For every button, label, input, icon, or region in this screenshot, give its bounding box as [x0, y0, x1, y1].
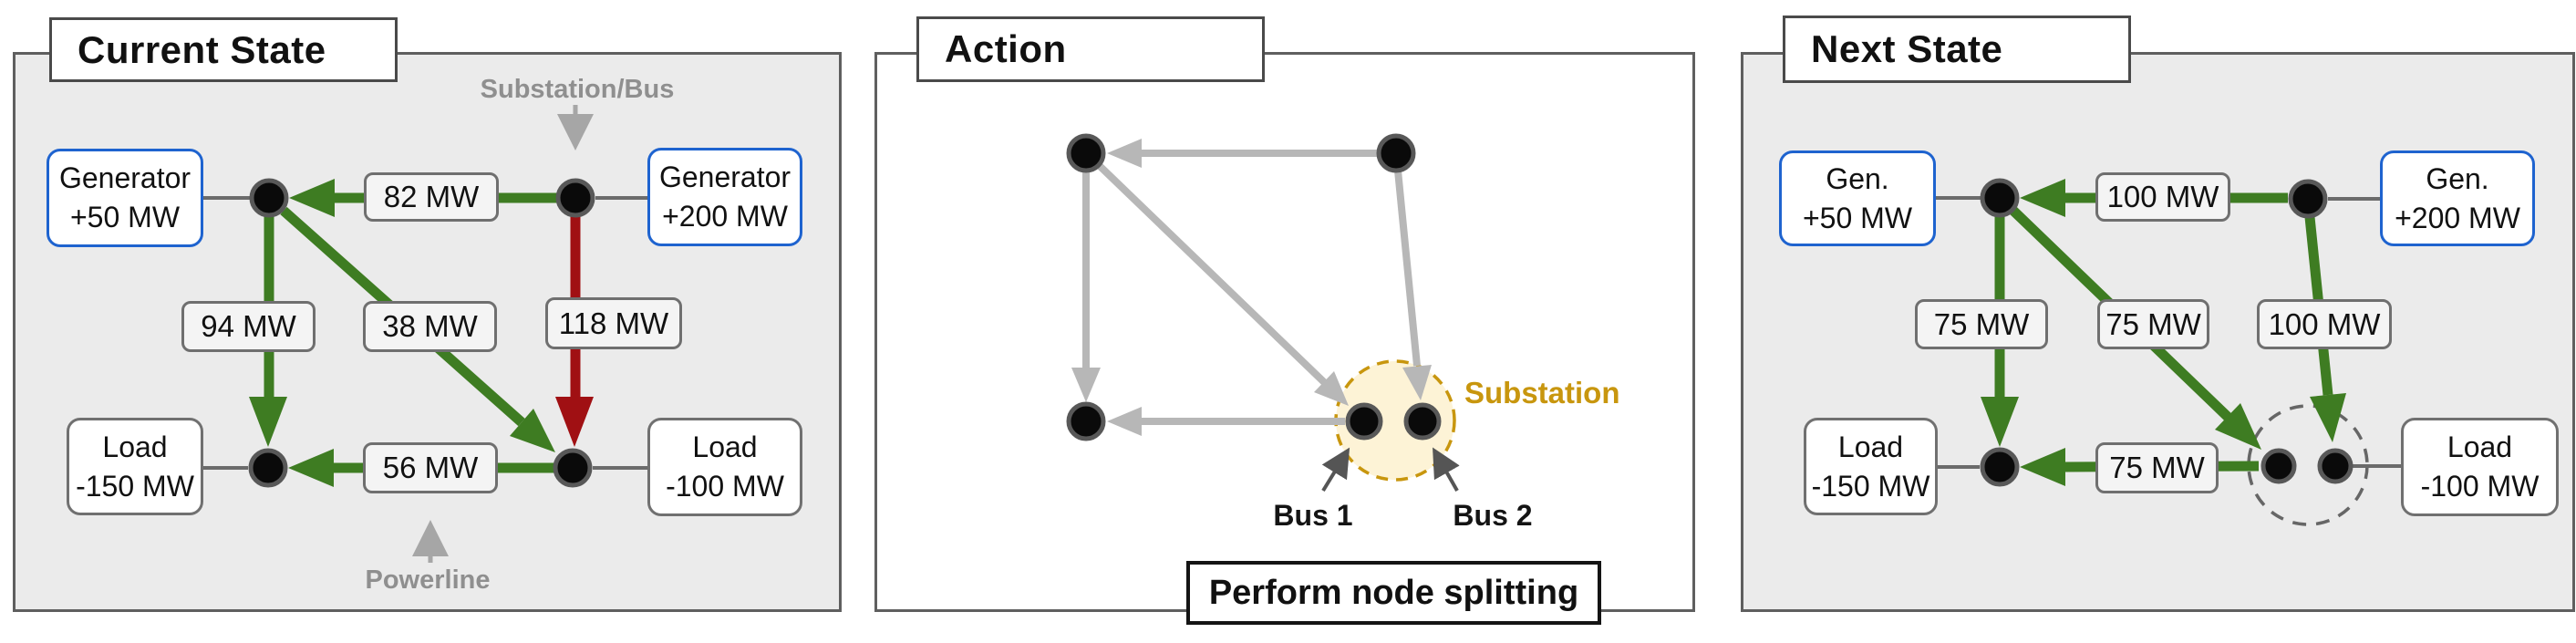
bus-node-top-right	[2288, 179, 2328, 219]
bus-node-top-left	[1980, 178, 2020, 218]
load-label: Load	[2447, 430, 2513, 464]
bus-node-bus1	[1345, 402, 1383, 441]
flow-label-top: 100 MW	[2095, 172, 2230, 222]
bus-nodes	[1066, 133, 1442, 441]
inactive-flow-arrows	[1071, 139, 1432, 436]
connector-lines	[203, 196, 647, 470]
flow-arrow-right	[1394, 170, 1432, 400]
bus-node-bottom-left	[1980, 447, 2020, 487]
flow-label-diagonal: 75 MW	[2097, 299, 2209, 349]
action-command-box: Perform node splitting	[1186, 561, 1601, 625]
flow-label-bottom: 75 MW	[2095, 442, 2219, 493]
load-label: Load	[1837, 430, 1904, 463]
flow-label-diagonal: 38 MW	[363, 301, 497, 352]
flow-arrow-top	[1107, 139, 1379, 168]
bus-node-top-right	[555, 178, 595, 218]
panel-current-state: Substation/Bus Powerline Generator +50 M…	[13, 52, 842, 612]
bus-node-bottom-right	[553, 448, 593, 488]
flow-label-right: 100 MW	[2257, 299, 2392, 349]
load-value: -100 MW	[666, 470, 784, 503]
flow-arrow-bottom	[1107, 407, 1345, 436]
flow-arrow-left	[1071, 172, 1101, 402]
flow-label-top: 82 MW	[364, 172, 499, 222]
bus-node-bus2	[1403, 402, 1442, 441]
bus-node-top-left	[249, 178, 289, 218]
bus-node-bus1	[2260, 448, 2297, 484]
flow-label-left: 75 MW	[1915, 299, 2048, 349]
load-box-left: Load -150 MW	[1804, 418, 1938, 515]
generator-box-right: Generator +200 MW	[647, 148, 802, 246]
action-title: Action	[916, 16, 1265, 82]
generator-value: +50 MW	[1802, 201, 1913, 234]
action-grid-graphic	[1066, 133, 1460, 493]
panel-action: Substation Bus 1 Bus 2 Perform node spli…	[874, 52, 1695, 625]
connector-lines	[1936, 196, 2401, 469]
load-label: Load	[102, 430, 168, 463]
bus2-pointer-arrow	[1433, 447, 1460, 492]
generator-label: Gen.	[1826, 161, 1889, 195]
substation-label: Substation	[1464, 376, 1620, 410]
generator-value: +200 MW	[2395, 201, 2520, 234]
substation-bus-annotation: Substation/Bus	[480, 75, 675, 104]
bus1-pointer-arrow	[1321, 447, 1350, 493]
generator-box-right: Gen. +200 MW	[2380, 150, 2535, 246]
generator-label: Gen.	[2426, 161, 2489, 195]
generator-value: +200 MW	[662, 200, 788, 233]
bus-node-top-right	[1376, 133, 1416, 173]
load-value: -150 MW	[1811, 469, 1930, 503]
generator-value: +50 MW	[69, 201, 181, 233]
flow-label-left: 94 MW	[181, 301, 316, 352]
bus-node-bus2	[2317, 448, 2354, 484]
bus2-label: Bus 2	[1453, 499, 1533, 532]
bus-nodes	[1980, 178, 2354, 487]
powerline-annotation: Powerline	[365, 565, 491, 595]
flow-label-bottom: 56 MW	[363, 442, 498, 493]
load-box-left: Load -150 MW	[67, 418, 203, 515]
next-state-title: Next State	[1783, 16, 2131, 83]
load-box-right: Load -100 MW	[647, 418, 802, 516]
load-value: -150 MW	[76, 469, 194, 503]
bus1-label: Bus 1	[1273, 499, 1353, 532]
bus-node-bottom-left	[1066, 401, 1106, 441]
flow-arrow-diagonal	[1097, 163, 1349, 406]
generator-box-left: Gen. +50 MW	[1779, 150, 1936, 246]
generator-box-left: Generator +50 MW	[47, 149, 203, 247]
load-box-right: Load -100 MW	[2401, 418, 2559, 516]
bus-nodes	[248, 178, 595, 488]
current-state-title: Current State	[49, 17, 398, 82]
generator-label: Generator	[658, 161, 791, 194]
bus-node-top-left	[1066, 133, 1106, 173]
flow-label-right: 118 MW	[545, 297, 682, 349]
load-label: Load	[692, 430, 758, 464]
load-value: -100 MW	[2420, 470, 2540, 503]
panel-next-state: Gen. +50 MW Gen. +200 MW Load -150 MW Lo…	[1741, 52, 2575, 612]
generator-label: Generator	[58, 161, 191, 195]
bus-node-bottom-left	[248, 448, 288, 488]
